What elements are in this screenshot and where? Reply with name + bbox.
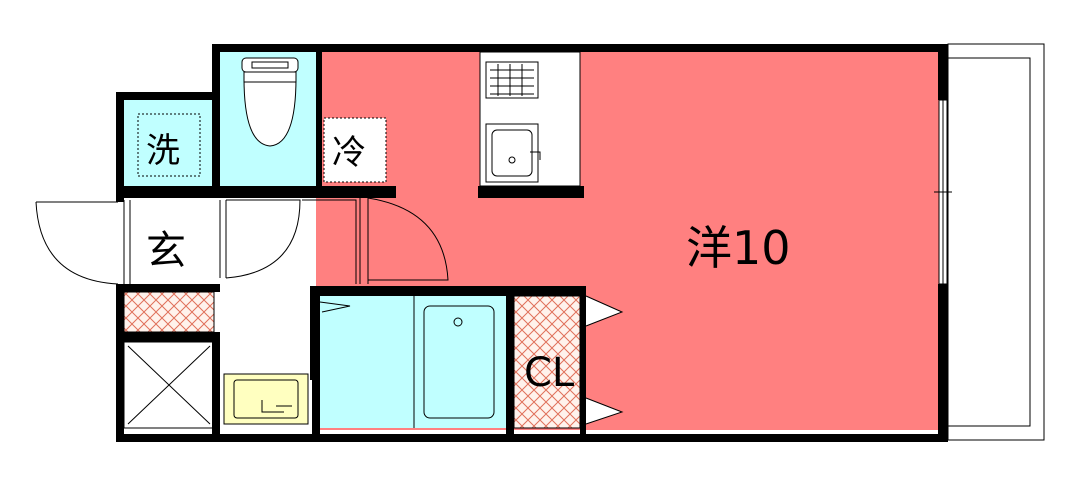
shoe-cabinet-hatch: [123, 291, 215, 333]
room-door: [359, 197, 449, 284]
kitchen-counter: [479, 51, 581, 187]
storage-box: [123, 341, 215, 429]
fridge-outline: [323, 117, 387, 183]
washer-space: [124, 100, 214, 188]
walls: [116, 44, 948, 442]
washer-label: 洗: [146, 131, 180, 171]
western-room-label: 洋10: [686, 221, 791, 275]
balcony: [947, 43, 1045, 441]
entrance-label: 玄: [146, 228, 186, 274]
fridge-label: 冷: [332, 133, 366, 173]
hall-door: [219, 199, 357, 284]
washer-outline: [137, 113, 201, 177]
closet-label: CL: [524, 350, 575, 396]
closet-doors: [585, 295, 624, 425]
toilet: [241, 57, 299, 147]
bathroom: [319, 296, 506, 428]
window: [934, 99, 952, 285]
entrance-door: [35, 200, 131, 285]
wash-basin: [223, 373, 309, 425]
